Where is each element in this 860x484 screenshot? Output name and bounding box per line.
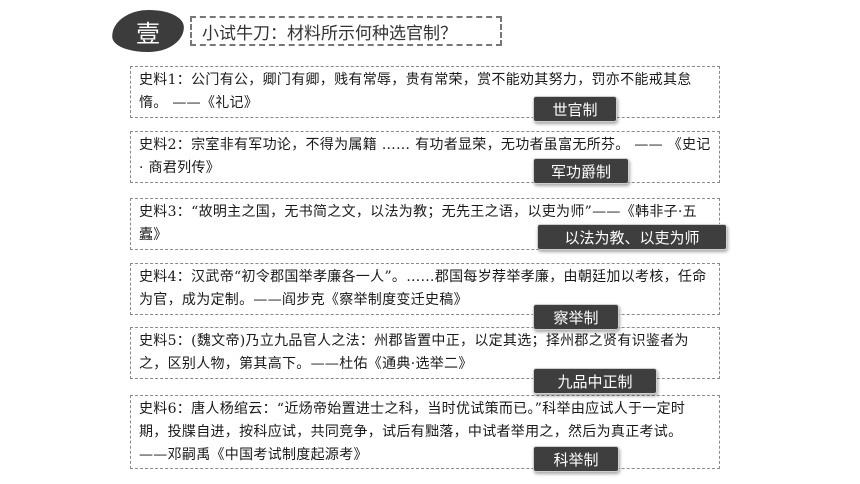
material-1-text: 史料1：公门有公，卿门有卿，贱有常辱，贵有常荣，赏不能劝其努力，罚亦不能戒其怠惰… [139, 72, 692, 111]
material-2: 史料2：宗室非有军功论，不得为属籍 …… 有功者显荣，无功者虽富无所芬。 —— … [130, 131, 720, 183]
material-6: 史料6：唐人杨绾云：“近炀帝始置进士之科，当时优试策而已。”科举由应试人于一定时… [130, 395, 720, 469]
material-5: 史料5：(魏文帝)乃立九品官人之法：州郡皆置中正，以定其选；择州郡之贤有识鉴者为… [130, 327, 720, 379]
material-5-text: 史料5：(魏文帝)乃立九品官人之法：州郡皆置中正，以定其选；择州郡之贤有识鉴者为… [139, 333, 689, 372]
answer-tag-3[interactable]: 以法为教、以吏为师 [537, 224, 727, 250]
material-4: 史料4：汉武帝“初令郡国举孝廉各一人”。……郡国每岁荐举孝廉，由朝廷加以考核，任… [130, 263, 720, 315]
section-number: 壹 [136, 19, 160, 48]
question-title: 小试牛刀：材料所示何种选官制？ [190, 16, 502, 46]
answer-tag-4[interactable]: 察举制 [533, 304, 619, 330]
material-6-text: 史料6：唐人杨绾云：“近炀帝始置进士之科，当时优试策而已。”科举由应试人于一定时… [139, 401, 686, 463]
answer-tag-6[interactable]: 科举制 [533, 446, 619, 472]
section-number-badge: 壹 [110, 8, 186, 54]
material-2-text: 史料2：宗室非有军功论，不得为属籍 …… 有功者显荣，无功者虽富无所芬。 —— … [139, 137, 711, 176]
answer-tag-2[interactable]: 军功爵制 [533, 158, 629, 184]
answer-tag-5[interactable]: 九品中正制 [533, 368, 657, 394]
material-3-text: 史料3：“故明主之国，无书简之文，以法为教；无先王之语，以吏为师”——《韩非子·… [139, 204, 697, 243]
answer-tag-1[interactable]: 世官制 [533, 96, 617, 122]
material-1: 史料1：公门有公，卿门有卿，贱有常辱，贵有常荣，赏不能劝其努力，罚亦不能戒其怠惰… [130, 66, 720, 118]
material-4-text: 史料4：汉武帝“初令郡国举孝廉各一人”。……郡国每岁荐举孝廉，由朝廷加以考核，任… [139, 269, 707, 308]
